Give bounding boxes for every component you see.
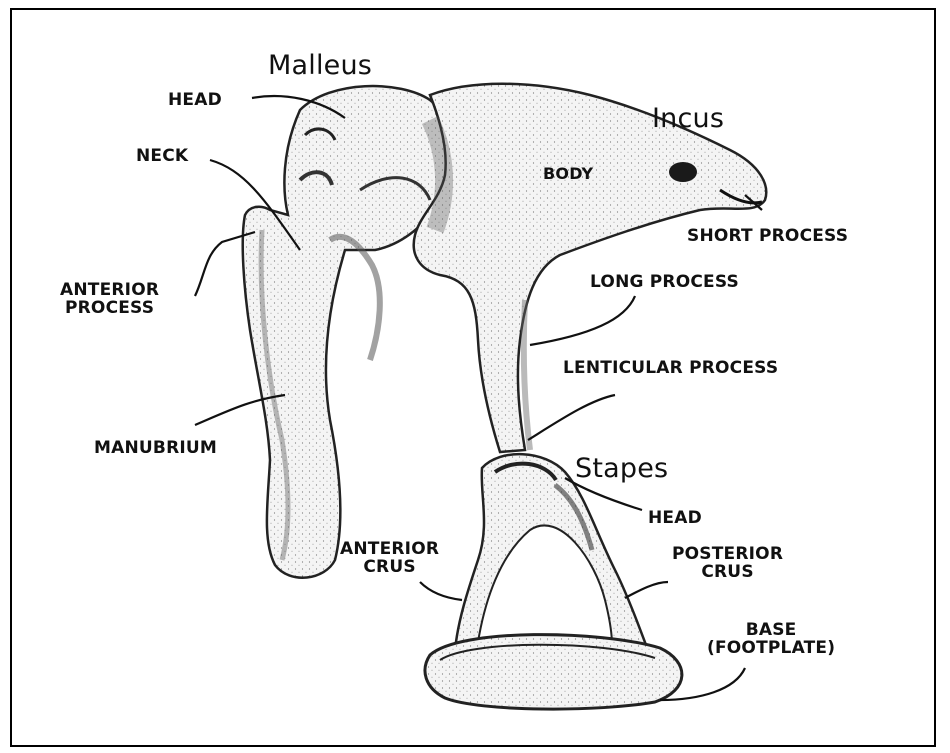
label-manubrium: MANUBRIUM	[94, 440, 217, 457]
malleus-bone	[243, 86, 454, 578]
incus-title: Incus	[652, 105, 724, 132]
stapes-bone	[425, 454, 682, 709]
label-neck: NECK	[136, 148, 188, 165]
leader-anterior-crus	[420, 582, 462, 600]
label-malleus-head: HEAD	[168, 92, 222, 109]
label-body: BODY	[543, 166, 593, 182]
label-anterior-crus: ANTERIOR CRUS	[340, 541, 439, 577]
stapes-title: Stapes	[575, 455, 668, 482]
label-lenticular-process: LENTICULAR PROCESS	[563, 360, 778, 377]
label-stapes-head: HEAD	[648, 510, 702, 527]
leader-posterior-crus	[625, 582, 668, 598]
label-short-process: SHORT PROCESS	[687, 228, 848, 245]
label-base: BASE (FOOTPLATE)	[707, 622, 835, 658]
label-anterior-process: ANTERIOR PROCESS	[60, 282, 159, 318]
leader-lenticular-process	[528, 395, 615, 440]
malleus-title: Malleus	[268, 52, 372, 79]
incus-bone	[414, 84, 767, 452]
label-long-process: LONG PROCESS	[590, 274, 739, 291]
label-posterior-crus: POSTERIOR CRUS	[672, 546, 783, 582]
leader-long-process	[530, 296, 635, 345]
